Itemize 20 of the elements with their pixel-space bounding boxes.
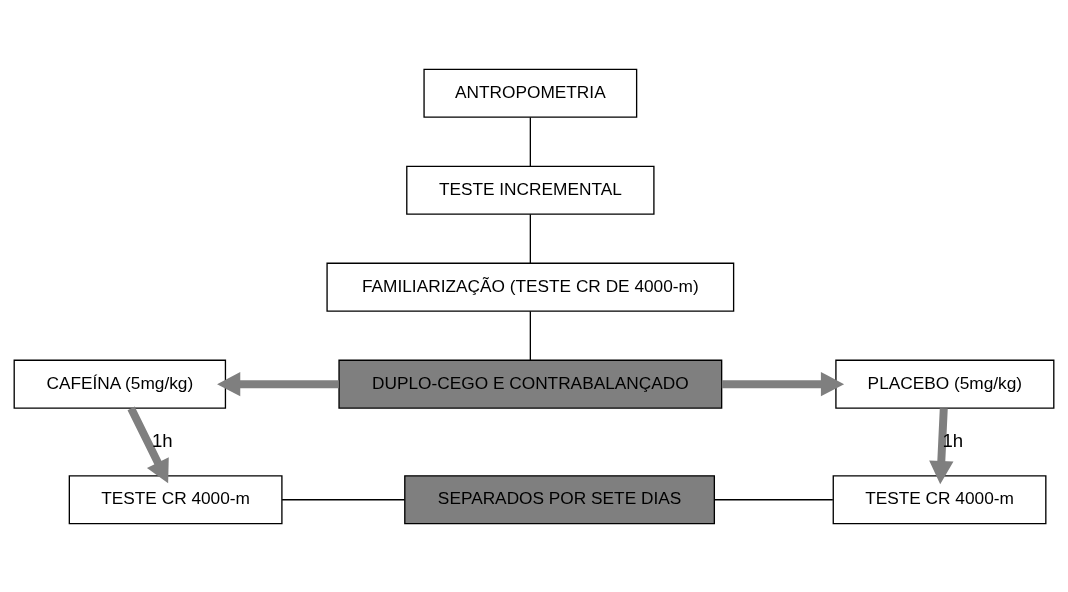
node-box: TESTE CR 4000-m — [68, 474, 283, 524]
node-box: ANTROPOMETRIA — [423, 68, 638, 118]
connector — [281, 498, 406, 500]
connector — [714, 498, 834, 500]
node-box: PLACEBO (5mg/kg) — [835, 359, 1055, 409]
node-box: SEPARADOS POR SETE DIAS — [404, 474, 715, 524]
connector — [529, 310, 531, 361]
node-box: TESTE CR 4000-m — [832, 474, 1047, 524]
arrow — [127, 406, 169, 483]
node-box: CAFEÍNA (5mg/kg) — [13, 359, 227, 409]
node-box: FAMILIARIZAÇÃO (TESTE CR DE 4000-m) — [326, 262, 735, 312]
edge-label: 1h — [151, 429, 173, 451]
node-box: DUPLO-CEGO E CONTRABALANÇADO — [338, 359, 723, 409]
edge-label: 1h — [942, 429, 964, 451]
arrow — [929, 407, 954, 484]
connector — [529, 213, 531, 264]
arrow — [217, 371, 339, 396]
arrow — [721, 371, 845, 396]
node-box: TESTE INCREMENTAL — [406, 165, 655, 215]
connector — [529, 116, 531, 167]
